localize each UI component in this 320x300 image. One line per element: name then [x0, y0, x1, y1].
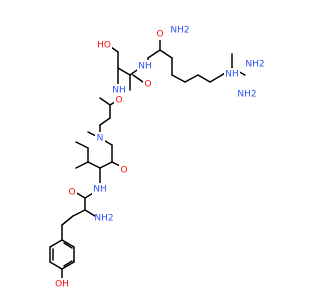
- bond: [63, 242, 73, 249]
- bond: [99, 161, 113, 169]
- nh2-tyr-label: NH2: [94, 214, 113, 224]
- bond: [72, 209, 86, 217]
- nh2-guan-bottom-label: NH2: [237, 90, 256, 100]
- label-bg: [96, 39, 112, 51]
- o-arg-carbonyl-label: O: [144, 80, 151, 90]
- oh-ser-label: HO: [97, 41, 111, 51]
- nh-ser-label: NH: [112, 86, 126, 96]
- bond: [49, 261, 63, 270]
- label-bg: [246, 58, 264, 70]
- bond: [61, 215, 74, 226]
- bond: [75, 141, 89, 149]
- label-bg: [111, 84, 127, 96]
- o-ile-carbonyl-label: O: [120, 166, 127, 176]
- o-amide-top-label: O: [156, 30, 163, 40]
- label-bg: [238, 88, 256, 100]
- atom-labels: NH2 O NH HO O NH NH NH2 NH2: [54, 24, 265, 290]
- label-bg: [67, 186, 77, 198]
- bond: [61, 261, 75, 270]
- bond: [147, 49, 161, 59]
- label-bg: [54, 278, 70, 290]
- bond: [99, 117, 111, 126]
- label-bg: [119, 164, 129, 176]
- bond: [171, 74, 186, 83]
- n-methyl-label: N: [97, 134, 104, 144]
- bond: [197, 74, 211, 83]
- label-bg: [95, 212, 113, 224]
- bond: [63, 260, 73, 267]
- bond: [209, 74, 223, 83]
- bond: [132, 74, 144, 83]
- bond: [99, 97, 111, 106]
- nh2-guan-top-label: NH2: [245, 60, 264, 70]
- bond: [84, 209, 96, 217]
- bond: [184, 74, 199, 83]
- label-bg: [171, 24, 189, 36]
- label-bg: [114, 94, 124, 106]
- label-bg: [137, 60, 153, 72]
- o-gly-carbonyl-label: O: [115, 96, 122, 106]
- bond: [159, 49, 173, 59]
- nh-guan-label: NH: [225, 70, 239, 80]
- bond-lines: [49, 34, 246, 281]
- nh-arg-label: NH: [138, 62, 152, 72]
- bond: [87, 161, 101, 169]
- label-bg: [92, 183, 108, 195]
- label-bg: [95, 132, 105, 144]
- structure-diagram: NH2 O NH HO O NH NH NH2 NH2: [49, 24, 265, 290]
- oh-phenol-label: OH: [55, 280, 69, 290]
- molecule-canvas: NH2 O NH HO O NH NH NH2 NH2: [49, 24, 265, 290]
- nh2-amide-label: NH2: [170, 26, 189, 36]
- bond: [117, 67, 131, 76]
- nh-ile-label: NH: [93, 185, 107, 195]
- bond: [75, 161, 89, 169]
- bond: [61, 239, 75, 248]
- bond: [49, 239, 63, 248]
- label-bg: [143, 78, 153, 90]
- label-bg: [155, 28, 165, 40]
- label-bg: [224, 68, 240, 80]
- o-tyr-carbonyl-label: O: [68, 188, 75, 198]
